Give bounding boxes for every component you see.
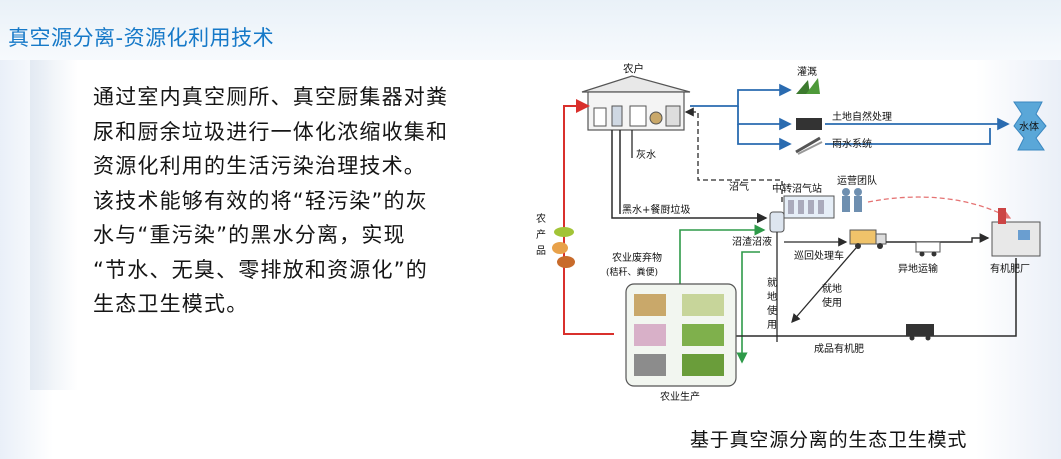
transport-truck-icon <box>915 241 941 257</box>
flow-rain-to-water <box>825 128 991 145</box>
flow-rain <box>737 124 792 151</box>
slide-title: 真空源分离-资源化利用技术 <box>8 26 275 50</box>
label-operation-team: 运营团队 <box>837 174 877 187</box>
produce-icon <box>552 227 575 268</box>
rain-system-icon <box>795 136 823 155</box>
label-agri-waste-detail: (秸秆、粪便) <box>606 266 658 278</box>
label-agri-production: 农业生产 <box>660 390 700 403</box>
household-icon <box>581 75 691 131</box>
body-text: 通过室内真空厕所、真空厨集器对粪 尿和厨余垃圾进行一体化浓缩收集和 资源化利用的… <box>93 80 513 322</box>
label-agri-products-2: 产 <box>536 228 546 241</box>
label-local-use-b1: 就地 <box>822 282 842 295</box>
eco-sanitation-diagram: 农户 灌溉 土地自然处理 雨水系统 水体 灰水 沼气 中转沼气站 运营团队 <box>536 62 1047 403</box>
flow-truck-to-plant <box>886 233 990 243</box>
label-water-body: 水体 <box>1019 121 1039 133</box>
left-decoration <box>30 60 78 390</box>
label-finished-fertilizer: 成品有机肥 <box>814 342 864 355</box>
body-line: “节水、无臭、零排放和资源化”的 <box>93 257 428 282</box>
label-local-use-a2: 地 <box>767 290 777 303</box>
flow-biogas <box>684 107 783 202</box>
label-local-use-a1: 就 <box>767 276 777 289</box>
operation-team-icon <box>842 188 862 212</box>
label-agri-waste: 农业废弃物 <box>612 251 662 264</box>
mobile-truck-icon <box>849 229 887 249</box>
label-grey-water: 灰水 <box>636 148 656 161</box>
irrigation-icon <box>796 78 820 94</box>
label-irrigation: 灌溉 <box>797 65 817 78</box>
body-line: 尿和厨余垃圾进行一体化浓缩收集和 <box>93 119 449 144</box>
flow-blackwater <box>611 130 768 224</box>
diagram-caption: 基于真空源分离的生态卫生模式 <box>690 429 968 451</box>
fertilizer-plant-icon <box>991 208 1041 257</box>
label-blackwater-kitchen: 黑水+餐厨垃圾 <box>622 203 690 216</box>
label-mobile-truck: 巡回处理车 <box>794 249 844 262</box>
label-remote-transport: 异地运输 <box>898 262 938 275</box>
label-rain-system: 雨水系统 <box>832 137 872 150</box>
label-agri-products-1: 农 <box>536 212 546 225</box>
title-bar: 真空源分离-资源化利用技术 <box>0 0 1061 60</box>
flow-irrigation <box>690 83 792 107</box>
transfer-station-icon <box>783 195 835 219</box>
flow-team-to-plant <box>867 196 1012 219</box>
water-body-icon <box>1013 101 1047 151</box>
body-line: 水与“重污染”的黑水分离，实现 <box>93 223 406 247</box>
flow-truck-local <box>791 247 857 323</box>
label-local-use-a3: 使 <box>767 304 777 317</box>
body-line: 该技术能够有效的将“轻污染”的灰 <box>93 188 428 213</box>
truck-finished-icon <box>906 324 934 341</box>
label-biogas: 沼气 <box>729 180 749 193</box>
label-residue: 沼渣沼液 <box>732 235 772 248</box>
flow-red-products <box>563 99 614 335</box>
land-treatment-icon <box>796 118 822 130</box>
body-line: 通过室内真空厕所、真空厨集器对粪 <box>93 85 449 109</box>
label-agri-products-3: 品 <box>536 245 546 257</box>
flow-plant-down <box>714 258 1017 342</box>
label-land-treatment: 土地自然处理 <box>832 110 892 123</box>
flow-residue <box>736 251 760 364</box>
flow-agri-waste <box>679 224 766 310</box>
label-transfer-station: 中转沼气站 <box>772 182 822 195</box>
agri-icons <box>634 294 724 376</box>
label-household: 农户 <box>623 62 644 75</box>
flow-land <box>737 106 792 131</box>
label-local-use-a4: 用 <box>767 320 777 331</box>
body-line: 资源化利用的生活污染治理技术。 <box>93 154 426 178</box>
label-local-use-b2: 使用 <box>822 296 842 309</box>
label-fertilizer-plant: 有机肥厂 <box>990 262 1030 275</box>
digester-tank-icon <box>769 211 785 233</box>
body-line: 生态卫生模式。 <box>93 292 249 316</box>
